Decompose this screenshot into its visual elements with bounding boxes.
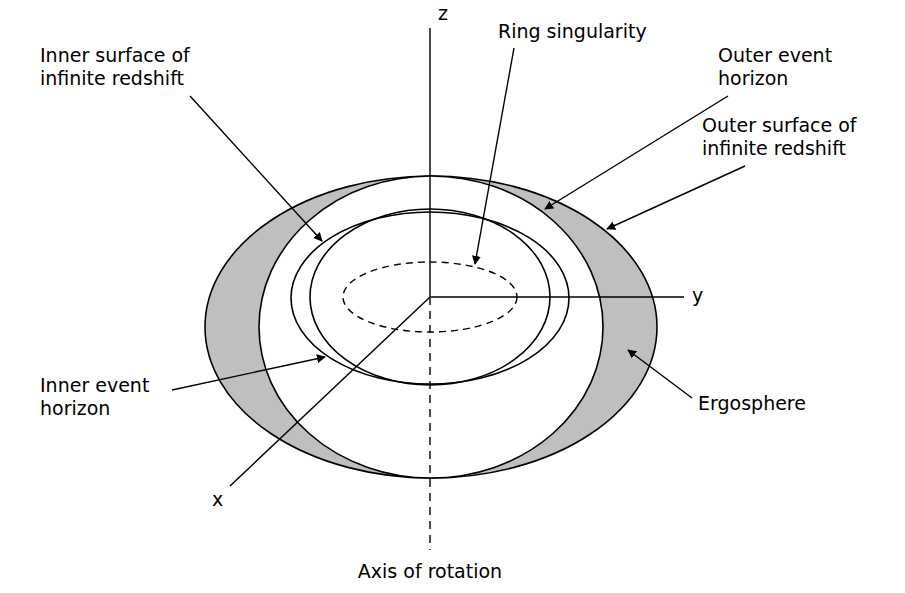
part-label: Ergosphere	[698, 392, 806, 415]
leader-arrow	[172, 357, 325, 390]
axis-label: y	[692, 284, 703, 307]
outer-redshift-surface	[205, 176, 657, 478]
part-label: Inner event horizon	[40, 374, 180, 420]
axis-title: Axis of rotation	[310, 560, 550, 583]
leader-arrow	[545, 96, 728, 209]
outer-event-horizon	[259, 176, 603, 478]
y-axis	[430, 296, 684, 297]
part-label: Outer event horizon	[718, 44, 863, 90]
leader-arrow	[628, 350, 692, 398]
part-label: Outer surface of infinite redshift	[702, 114, 900, 160]
rotation-axis	[429, 297, 430, 550]
axis-label: x	[212, 488, 223, 511]
z-axis	[429, 28, 430, 297]
axis-label: z	[438, 2, 448, 25]
leader-arrow	[190, 96, 322, 241]
part-label: Inner surface of infinite redshift	[40, 44, 255, 90]
part-label: Ring singularity	[498, 20, 647, 43]
leader-arrow	[475, 48, 514, 264]
x-axis	[230, 297, 430, 486]
leader-arrow	[607, 166, 745, 229]
